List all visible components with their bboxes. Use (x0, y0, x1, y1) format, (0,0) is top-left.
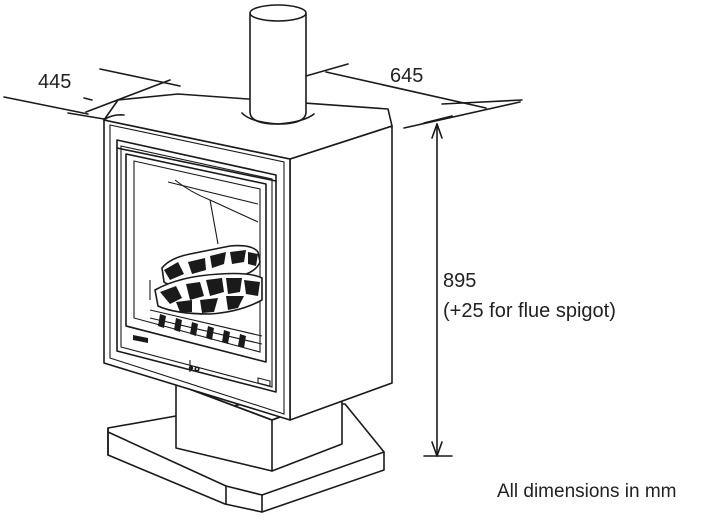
stove-pedestal (175, 383, 343, 472)
units-note: All dimensions in mm (497, 481, 677, 502)
stove-badge (133, 335, 148, 343)
depth-dimension-line (305, 63, 523, 129)
height-dimension-label: 895 (443, 270, 477, 292)
flue-pipe (241, 4, 315, 125)
height-dimension-line (423, 115, 453, 457)
door-handle (188, 360, 271, 387)
width-dimension-label: 445 (38, 71, 72, 93)
width-dimension-line (3, 68, 181, 120)
depth-dimension-label: 645 (390, 65, 424, 87)
fuel-bed-logs (149, 244, 263, 348)
height-dimension-note: (+25 for flue spigot) (443, 300, 616, 322)
stove-door (116, 139, 277, 393)
